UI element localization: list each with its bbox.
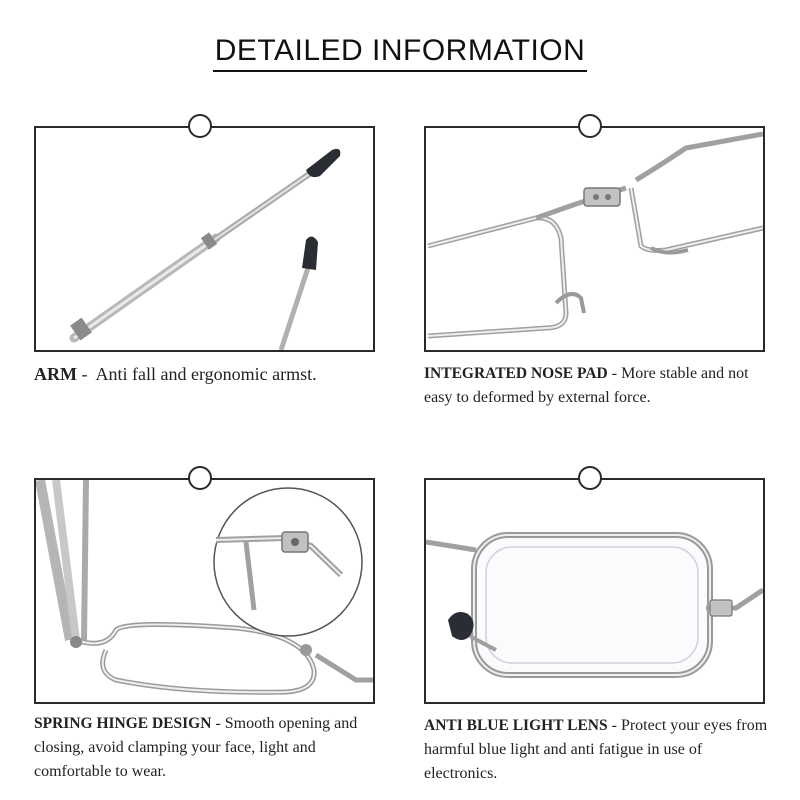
ring-connector: [578, 114, 602, 138]
page-title: DETAILED INFORMATION: [0, 34, 800, 72]
blue-light-lens-description: ANTI BLUE LIGHT LENS - Protect your eyes…: [424, 717, 768, 782]
nose-pad-photo: [424, 126, 765, 352]
ring-connector: [188, 114, 212, 138]
ring-connector: [188, 466, 212, 490]
spring-hinge-photo: [34, 478, 375, 704]
nose-pad-description: INTEGRATED NOSE PAD - More stable and no…: [424, 365, 749, 406]
arm-description: ARM - Anti fall and ergonomic armst.: [34, 364, 317, 384]
arm-photo: [34, 126, 375, 352]
ring-connector: [578, 466, 602, 490]
spring-hinge-description: SPRING HINGE DESIGN - Smooth opening and…: [34, 715, 358, 780]
blue-light-lens-photo: [424, 478, 765, 704]
